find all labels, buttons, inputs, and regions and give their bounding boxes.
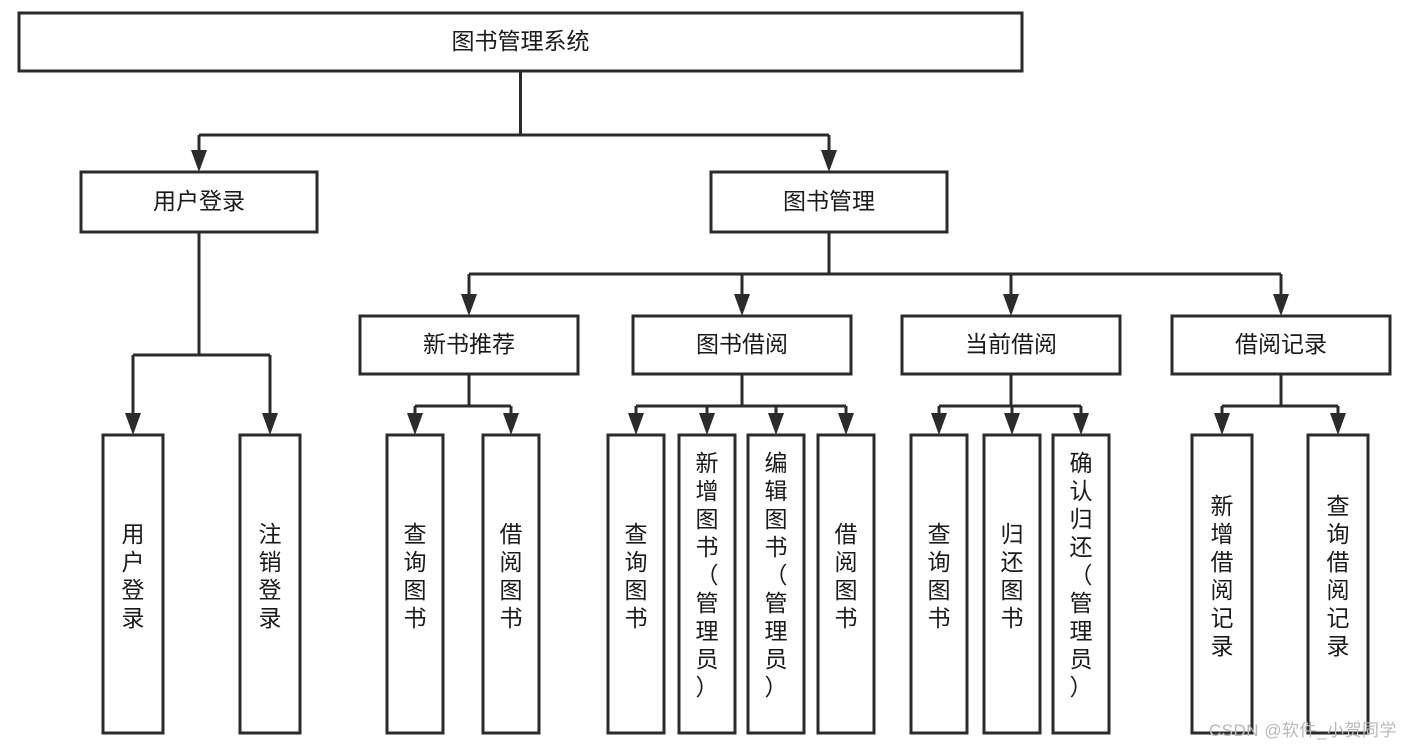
node-label-leaf-borrow-2: 借阅图书: [835, 521, 858, 631]
node-label-leaf-logout: 注销登录: [259, 521, 282, 631]
node-box-leaf-add-book[interactable]: [677, 433, 737, 735]
node-box-root[interactable]: [17, 11, 1024, 73]
edge-group-borrow-record: [1214, 374, 1346, 435]
node-label-leaf-edit-book: 编辑图书（管理员）: [765, 450, 788, 700]
node-box-leaf-logout[interactable]: [238, 433, 302, 735]
node-box-new-book-rec[interactable]: [358, 314, 580, 376]
node-root[interactable]: 图书管理系统: [17, 11, 1024, 73]
node-label-leaf-add-book: 新增图书（管理员）: [696, 450, 719, 700]
node-label-leaf-return: 归还图书: [1001, 521, 1024, 631]
node-label-leaf-query-3: 查询图书: [928, 521, 951, 631]
edge-group-root: [191, 71, 837, 172]
node-label-borrow-record: 借阅记录: [1235, 331, 1327, 357]
node-box-leaf-query-1[interactable]: [385, 433, 445, 735]
node-label-leaf-query-rec: 查询借阅记录: [1327, 493, 1350, 659]
node-box-borrow-record[interactable]: [1170, 314, 1392, 376]
node-label-leaf-user-login: 用户登录: [122, 521, 145, 631]
node-leaf-query-2[interactable]: 查询图书: [606, 433, 666, 735]
node-book-manage[interactable]: 图书管理: [709, 170, 949, 234]
node-label-book-manage: 图书管理: [783, 188, 875, 214]
node-label-leaf-add-rec: 新增借阅记录: [1211, 493, 1234, 659]
node-box-leaf-query-rec[interactable]: [1306, 433, 1370, 735]
node-box-leaf-query-3[interactable]: [909, 433, 969, 735]
node-box-leaf-confirm[interactable]: [1051, 433, 1111, 735]
node-leaf-user-login[interactable]: 用户登录: [101, 433, 165, 735]
edge-group-book-manage: [461, 232, 1289, 316]
node-label-current-borrow: 当前借阅: [965, 331, 1057, 357]
node-leaf-query-3[interactable]: 查询图书: [909, 433, 969, 735]
node-box-leaf-borrow-2[interactable]: [816, 433, 876, 735]
node-box-leaf-user-login[interactable]: [101, 433, 165, 735]
node-leaf-borrow-1[interactable]: 借阅图书: [481, 433, 541, 735]
node-current-borrow[interactable]: 当前借阅: [900, 314, 1122, 376]
edge-group-book-borrow: [628, 374, 854, 435]
edge-group-new-book-rec: [407, 374, 519, 435]
node-new-book-rec[interactable]: 新书推荐: [358, 314, 580, 376]
node-leaf-borrow-2[interactable]: 借阅图书: [816, 433, 876, 735]
node-leaf-add-book[interactable]: 新增图书（管理员）: [677, 433, 737, 735]
edge-group-current-borrow: [931, 374, 1089, 435]
node-label-leaf-query-1: 查询图书: [404, 521, 427, 631]
node-borrow-record[interactable]: 借阅记录: [1170, 314, 1392, 376]
node-box-user-login[interactable]: [79, 170, 319, 234]
node-leaf-edit-book[interactable]: 编辑图书（管理员）: [746, 433, 806, 735]
node-leaf-return[interactable]: 归还图书: [982, 433, 1042, 735]
node-label-leaf-confirm: 确认归还（管理员）: [1070, 450, 1093, 700]
nodes-layer: 图书管理系统用户登录图书管理新书推荐图书借阅当前借阅借阅记录用户登录注销登录查询…: [17, 11, 1392, 735]
edge-group-user-login: [125, 232, 278, 435]
node-box-book-borrow[interactable]: [631, 314, 853, 376]
node-book-borrow[interactable]: 图书借阅: [631, 314, 853, 376]
node-box-current-borrow[interactable]: [900, 314, 1122, 376]
node-leaf-confirm[interactable]: 确认归还（管理员）: [1051, 433, 1111, 735]
node-box-leaf-edit-book[interactable]: [746, 433, 806, 735]
node-label-leaf-query-2: 查询图书: [625, 521, 648, 631]
node-label-new-book-rec: 新书推荐: [423, 331, 515, 357]
node-box-leaf-return[interactable]: [982, 433, 1042, 735]
node-leaf-logout[interactable]: 注销登录: [238, 433, 302, 735]
node-user-login[interactable]: 用户登录: [79, 170, 319, 234]
node-box-leaf-borrow-1[interactable]: [481, 433, 541, 735]
node-label-user-login: 用户登录: [153, 188, 245, 214]
node-label-leaf-borrow-1: 借阅图书: [500, 521, 523, 631]
node-leaf-query-1[interactable]: 查询图书: [385, 433, 445, 735]
node-box-leaf-query-2[interactable]: [606, 433, 666, 735]
edges-layer: [125, 71, 1346, 435]
node-box-leaf-add-rec[interactable]: [1190, 433, 1254, 735]
node-box-book-manage[interactable]: [709, 170, 949, 234]
node-leaf-add-rec[interactable]: 新增借阅记录: [1190, 433, 1254, 735]
node-label-root: 图书管理系统: [452, 28, 590, 54]
node-label-book-borrow: 图书借阅: [696, 331, 788, 357]
node-leaf-query-rec[interactable]: 查询借阅记录: [1306, 433, 1370, 735]
